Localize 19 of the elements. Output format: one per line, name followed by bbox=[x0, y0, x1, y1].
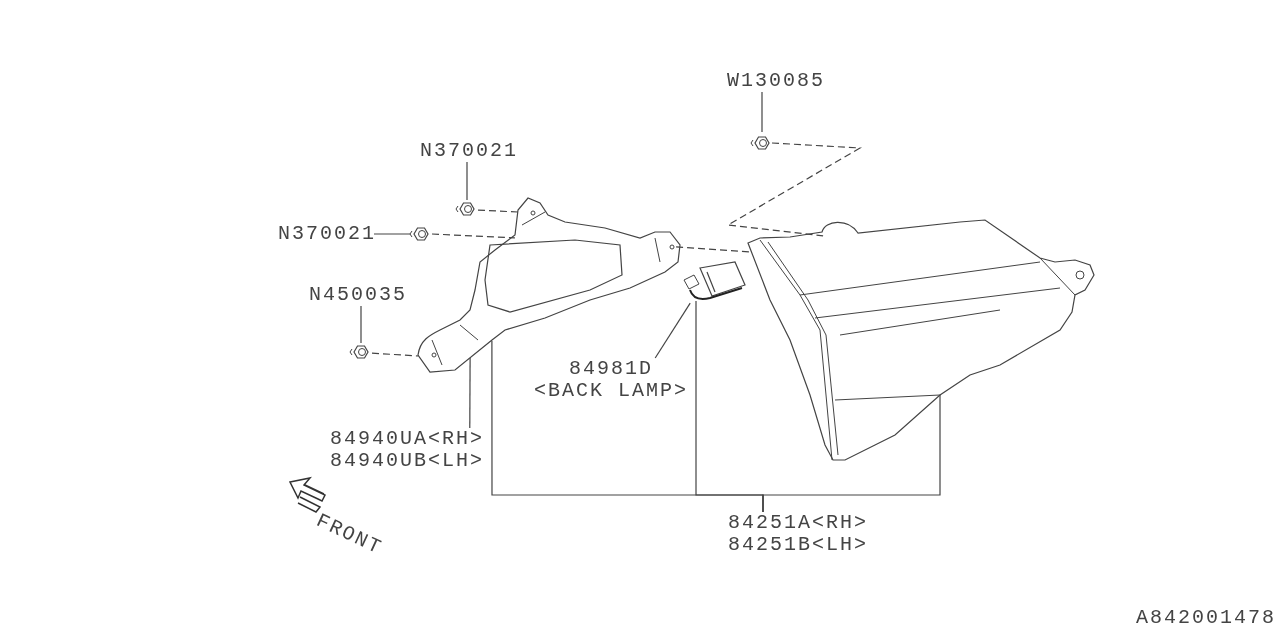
part-number: N370021 bbox=[278, 223, 378, 245]
leader-line bbox=[373, 233, 411, 235]
assembly-line bbox=[431, 233, 516, 239]
leader-line bbox=[761, 91, 763, 133]
part-number: N450035 bbox=[309, 284, 409, 306]
part-number: W130085 bbox=[727, 70, 827, 92]
leader-line bbox=[654, 302, 691, 359]
part-number: N370021 bbox=[420, 140, 520, 162]
leader-line bbox=[762, 394, 941, 513]
assembly-line bbox=[726, 142, 863, 237]
assembly-line bbox=[477, 209, 519, 213]
leader-line bbox=[466, 161, 468, 201]
part-number: 84981D <BACK LAMP> bbox=[532, 358, 690, 402]
part-number: 84940UA<RH> 84940UB<LH> bbox=[326, 428, 484, 472]
diagram-code: A842001478 bbox=[1136, 607, 1277, 629]
part-number: 84251A<RH> 84251B<LH> bbox=[728, 512, 872, 556]
assembly-line bbox=[371, 352, 419, 357]
leader-line bbox=[360, 305, 362, 344]
leader-line bbox=[469, 357, 471, 429]
